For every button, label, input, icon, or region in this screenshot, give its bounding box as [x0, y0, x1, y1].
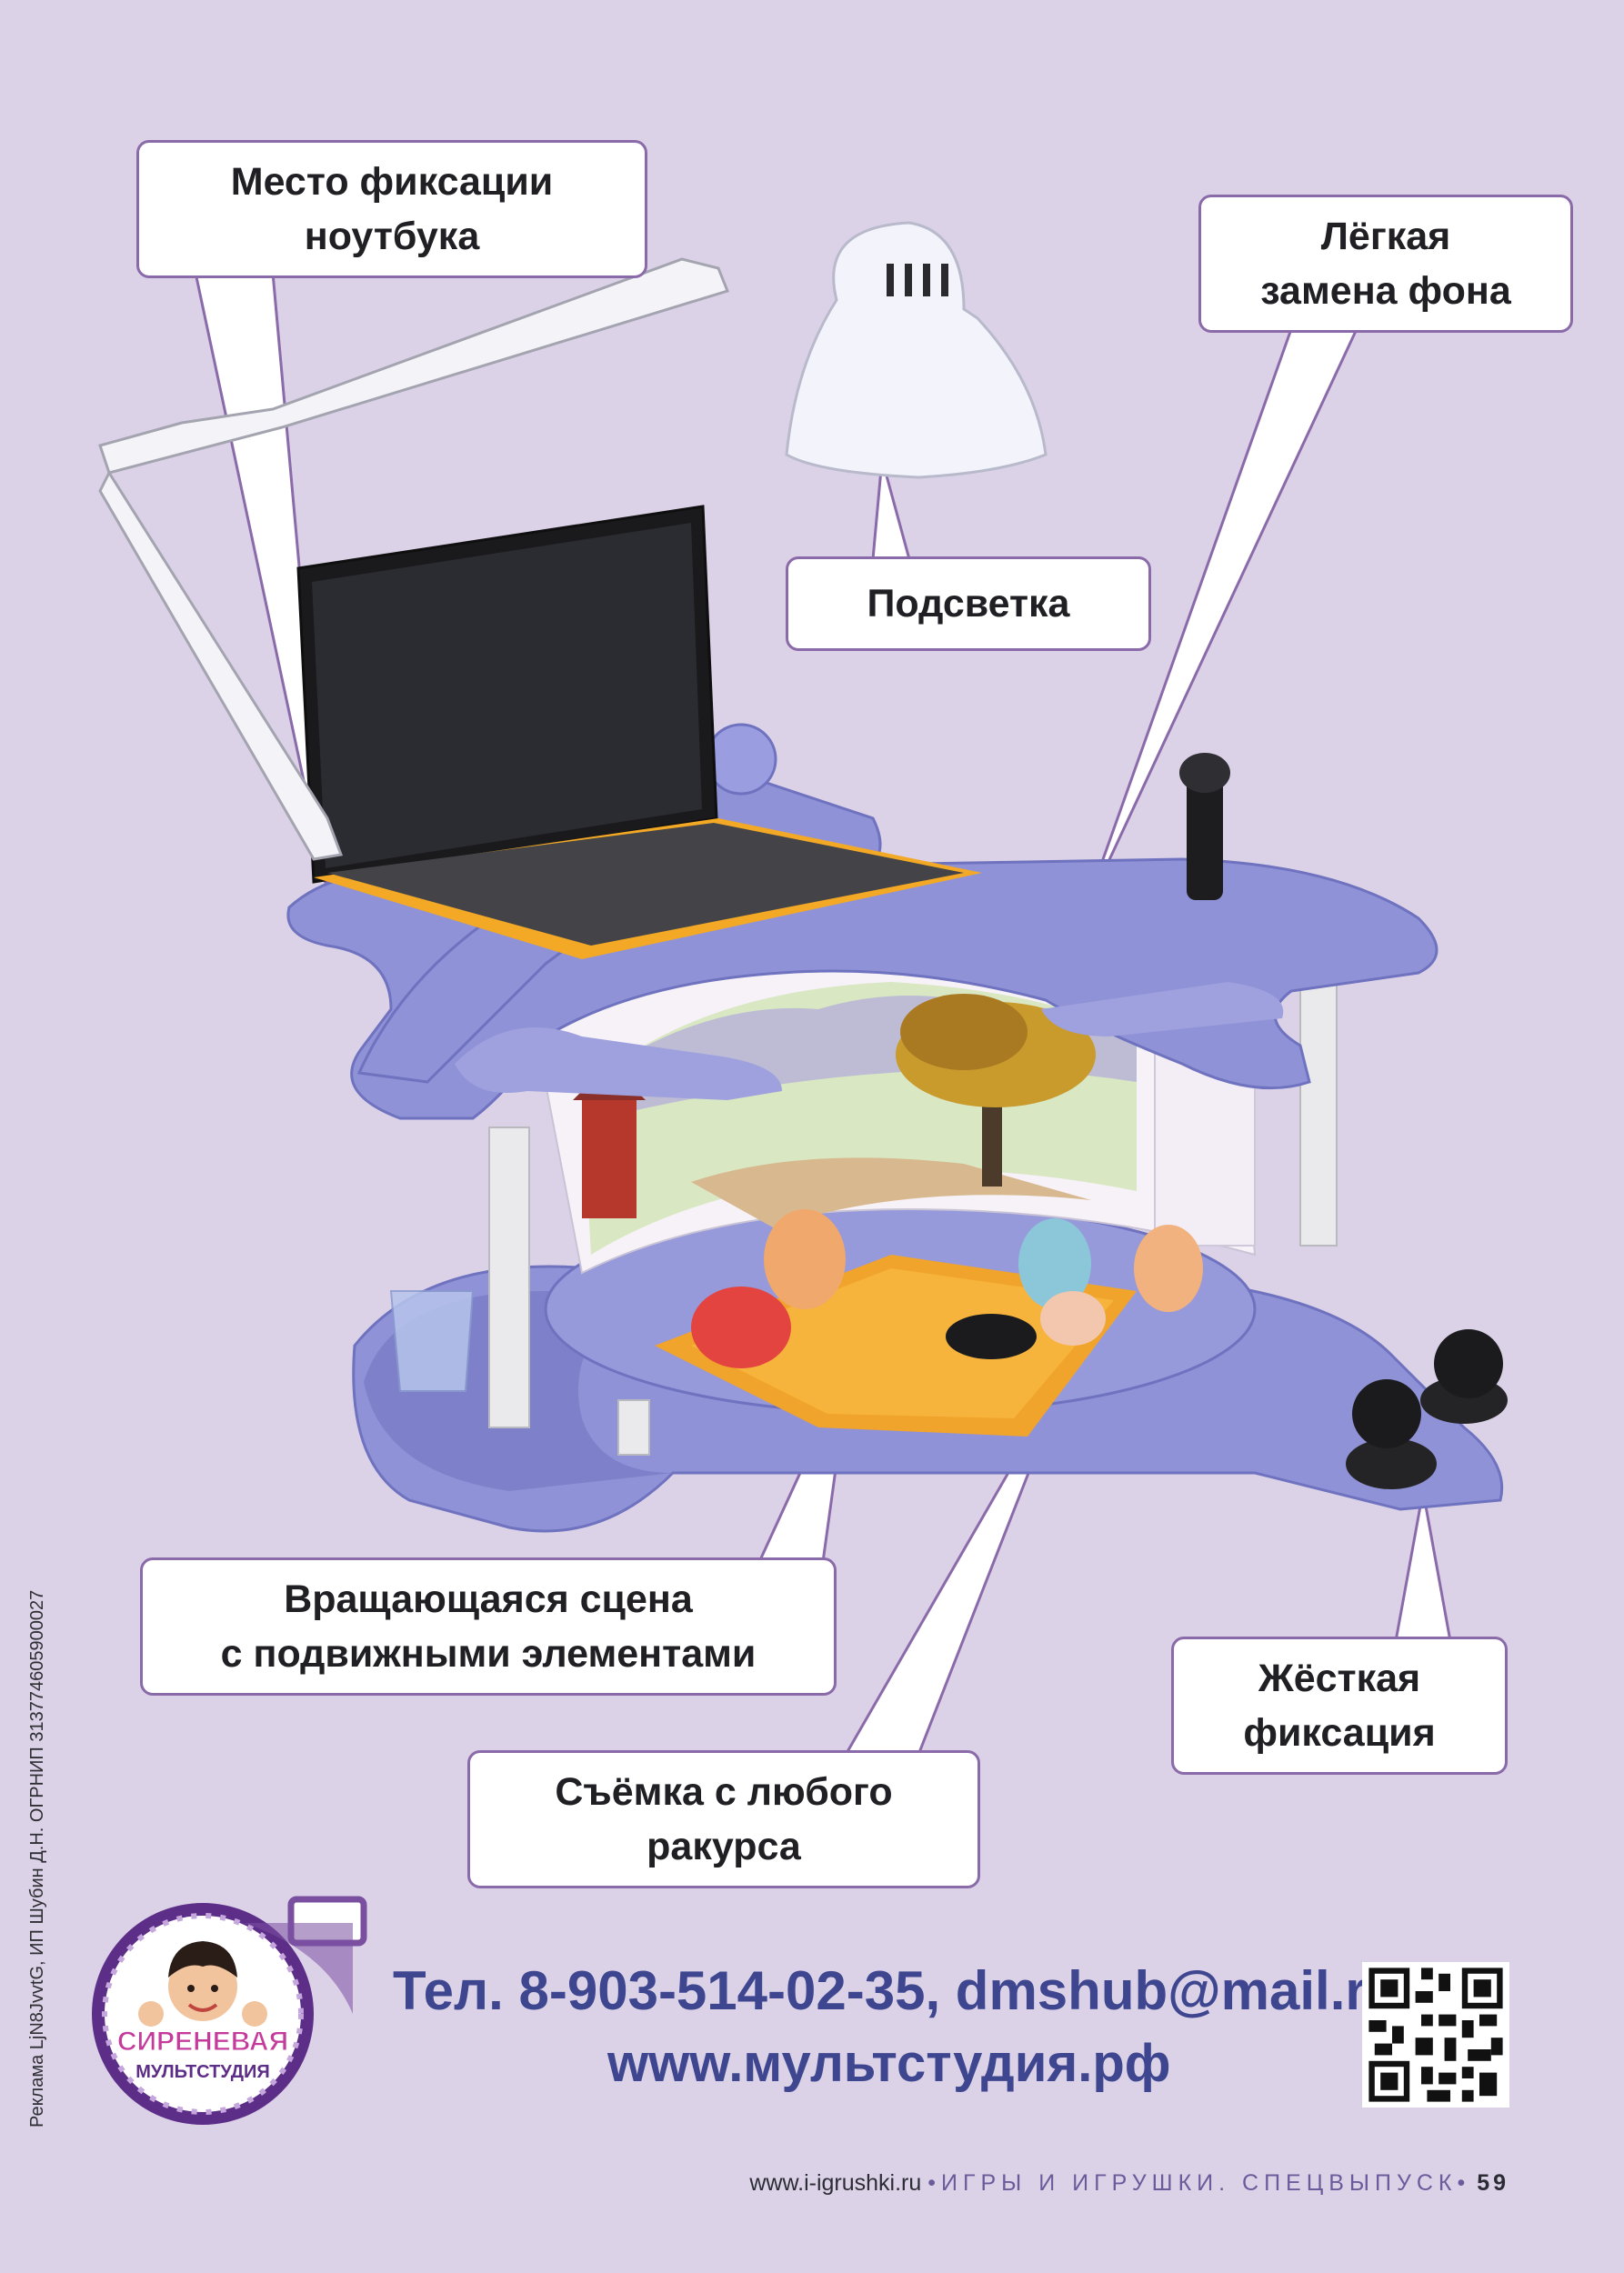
callout-lighting-line1: Подсветка: [867, 582, 1070, 626]
footer-magazine: •ИГРЫ И ИГРУШКИ. СПЕЦВЫПУСК•: [927, 2170, 1471, 2196]
support-posts: [488, 972, 1338, 1456]
callout-shooting-angle: Съёмка с любого ракурса: [467, 1750, 980, 1888]
footer-page-number: 59: [1477, 2170, 1509, 2196]
callout-rigid-fixation-line2: фиксация: [1243, 1711, 1436, 1755]
qr-code[interactable]: [1362, 1962, 1509, 2108]
callout-rigid-fixation-line1: Жёсткая: [1258, 1657, 1421, 1700]
callout-shooting-angle-line2: ракурса: [647, 1825, 801, 1868]
footer-site[interactable]: www.i-igrushki.ru: [749, 2170, 922, 2196]
callout-rotating-stage: Вращающаяся сцена с подвижными элементам…: [140, 1557, 837, 1696]
callout-laptop-mount-line2: ноутбука: [304, 215, 480, 258]
callout-rotating-stage-line1: Вращающаяся сцена: [284, 1577, 693, 1621]
callout-background-swap: Лёгкая замена фона: [1198, 195, 1573, 333]
page-footer: www.i-igrushki.ru •ИГРЫ И ИГРУШКИ. СПЕЦВ…: [749, 2170, 1509, 2197]
laptop: [296, 505, 982, 959]
callout-background-swap-line2: замена фона: [1260, 269, 1511, 313]
callout-shooting-angle-line1: Съёмка с любого: [555, 1770, 893, 1814]
pointer-rigid-fixation: [1394, 1490, 1452, 1643]
microphone: [1179, 753, 1230, 900]
callout-rigid-fixation: Жёсткая фиксация: [1171, 1637, 1508, 1775]
camera-arm: [356, 723, 882, 1084]
callout-laptop-mount: Место фиксации ноутбука: [136, 140, 647, 278]
logo-line2: МУЛЬТСТУДИЯ: [135, 2062, 270, 2082]
contact-phone-email: Тел. 8-903-514-02-35, dmshub@mail.ru: [393, 1960, 1400, 2021]
webcams: [946, 1314, 1508, 1489]
legal-notice: Реклама LjN8JvvtG, ИП Шубин Д.Н. ОГРНИП …: [27, 1589, 47, 2128]
contact-website[interactable]: www.мультстудия.рф: [607, 2034, 1171, 2093]
figurines: [691, 1209, 1203, 1368]
callout-background-swap-line1: Лёгкая: [1320, 215, 1451, 258]
desk-lamp: [98, 221, 1048, 861]
studio-logo: СИРЕНЕВАЯ МУЛЬТСТУДИЯ: [92, 1896, 367, 2125]
callout-laptop-mount-line1: Место фиксации: [230, 160, 554, 204]
callout-lighting: Подсветка: [786, 556, 1151, 651]
callout-rotating-stage-line2: с подвижными элементами: [220, 1632, 757, 1676]
water-cup: [389, 1290, 475, 1392]
logo-line1: СИРЕНЕВАЯ: [117, 2027, 288, 2057]
